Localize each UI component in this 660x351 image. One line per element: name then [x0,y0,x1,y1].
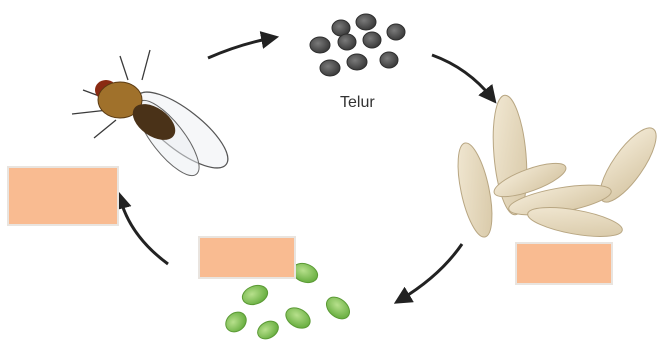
fly-icon [72,50,238,184]
larva-label-box[interactable] [515,242,613,285]
arrow-egg-to-larva [432,55,492,98]
pupa-label-box[interactable] [198,236,296,279]
cycle-arrows [120,38,492,300]
larva-icon [451,94,660,242]
arrow-adult-to-egg [208,38,272,58]
egg-cluster-icon [310,14,405,76]
egg-stage-label: Telur [340,94,375,111]
adult-label-box[interactable] [7,166,119,226]
arrow-larva-to-pupa [400,244,462,300]
arrow-pupa-to-adult [120,198,168,264]
